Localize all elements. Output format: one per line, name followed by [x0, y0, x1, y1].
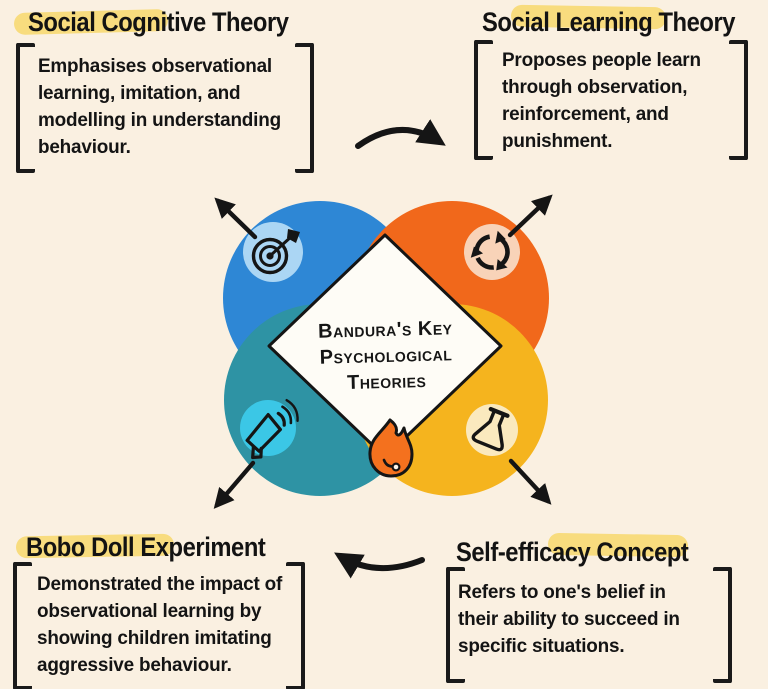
description-line: Emphasises observational [38, 55, 272, 77]
description-line: specific situations. [458, 635, 625, 657]
left-bracket [474, 40, 493, 160]
description-box: Demonstrated the impact of observational… [13, 562, 305, 690]
right-bracket [713, 567, 732, 683]
description-line: punishment. [502, 130, 613, 152]
description-line: aggressive behaviour. [37, 654, 232, 676]
right-bracket [286, 562, 305, 690]
curved-arrow-top [355, 119, 446, 149]
description-line: reinforcement, and [502, 103, 669, 125]
diagram-title-line: Theories [346, 369, 427, 395]
description-box: Emphasises observational learning, imita… [16, 43, 314, 173]
target-dart-icon [243, 222, 303, 282]
description-text: Emphasises observational learning, imita… [16, 43, 314, 173]
cycle-arrows-icon [464, 224, 520, 280]
description-line: their ability to succeed in [458, 608, 680, 630]
left-bracket [13, 562, 32, 690]
section-heading: Social Cognitive Theory [28, 7, 289, 37]
right-bracket [729, 40, 748, 160]
right-bracket [295, 43, 314, 173]
arrow-top-left [214, 197, 258, 240]
description-box: Proposes people learn through observatio… [474, 40, 748, 160]
arrow-top-right [507, 194, 553, 238]
description-line: Proposes people learn [502, 49, 701, 71]
description-line: through observation, [502, 76, 688, 98]
description-text: Proposes people learn through observatio… [474, 40, 748, 160]
section-heading: Bobo Doll Experiment [26, 532, 266, 562]
left-bracket [16, 43, 35, 173]
description-line: Demonstrated the impact of [37, 573, 283, 595]
arrow-bottom-right [508, 458, 552, 505]
heading-row: Social Cognitive Theory [13, 6, 328, 38]
diagram-title-line: Psychological [319, 343, 453, 369]
description-line: Refers to one's belief in [458, 581, 666, 603]
left-bracket [446, 567, 465, 683]
diagram-title: Bandura's Key Psychological Theories [295, 315, 477, 398]
bottom-white-strip [0, 689, 768, 697]
section-heading: Social Learning Theory [482, 7, 736, 37]
megaphone-icon [240, 398, 299, 460]
description-text: Demonstrated the impact of observational… [13, 562, 305, 690]
heading-row: Self-efficacy Concept [456, 532, 746, 568]
heading-row: Bobo Doll Experiment [15, 531, 326, 563]
description-box: Refers to one's belief in their ability … [446, 567, 732, 683]
section-heading: Self-efficacy Concept [456, 537, 689, 567]
heading-row: Social Learning Theory [482, 4, 762, 38]
description-line: modelling in understanding [38, 109, 281, 131]
description-text: Refers to one's belief in their ability … [446, 567, 732, 683]
description-line: observational learning by [37, 600, 262, 622]
description-line: showing children imitating [37, 627, 272, 649]
arrow-bottom-left [213, 460, 256, 509]
description-line: learning, imitation, and [38, 82, 241, 104]
flame-icon [368, 418, 414, 478]
description-line: behaviour. [38, 136, 131, 158]
flask-icon [466, 404, 518, 456]
curved-arrow-bottom [334, 552, 425, 579]
